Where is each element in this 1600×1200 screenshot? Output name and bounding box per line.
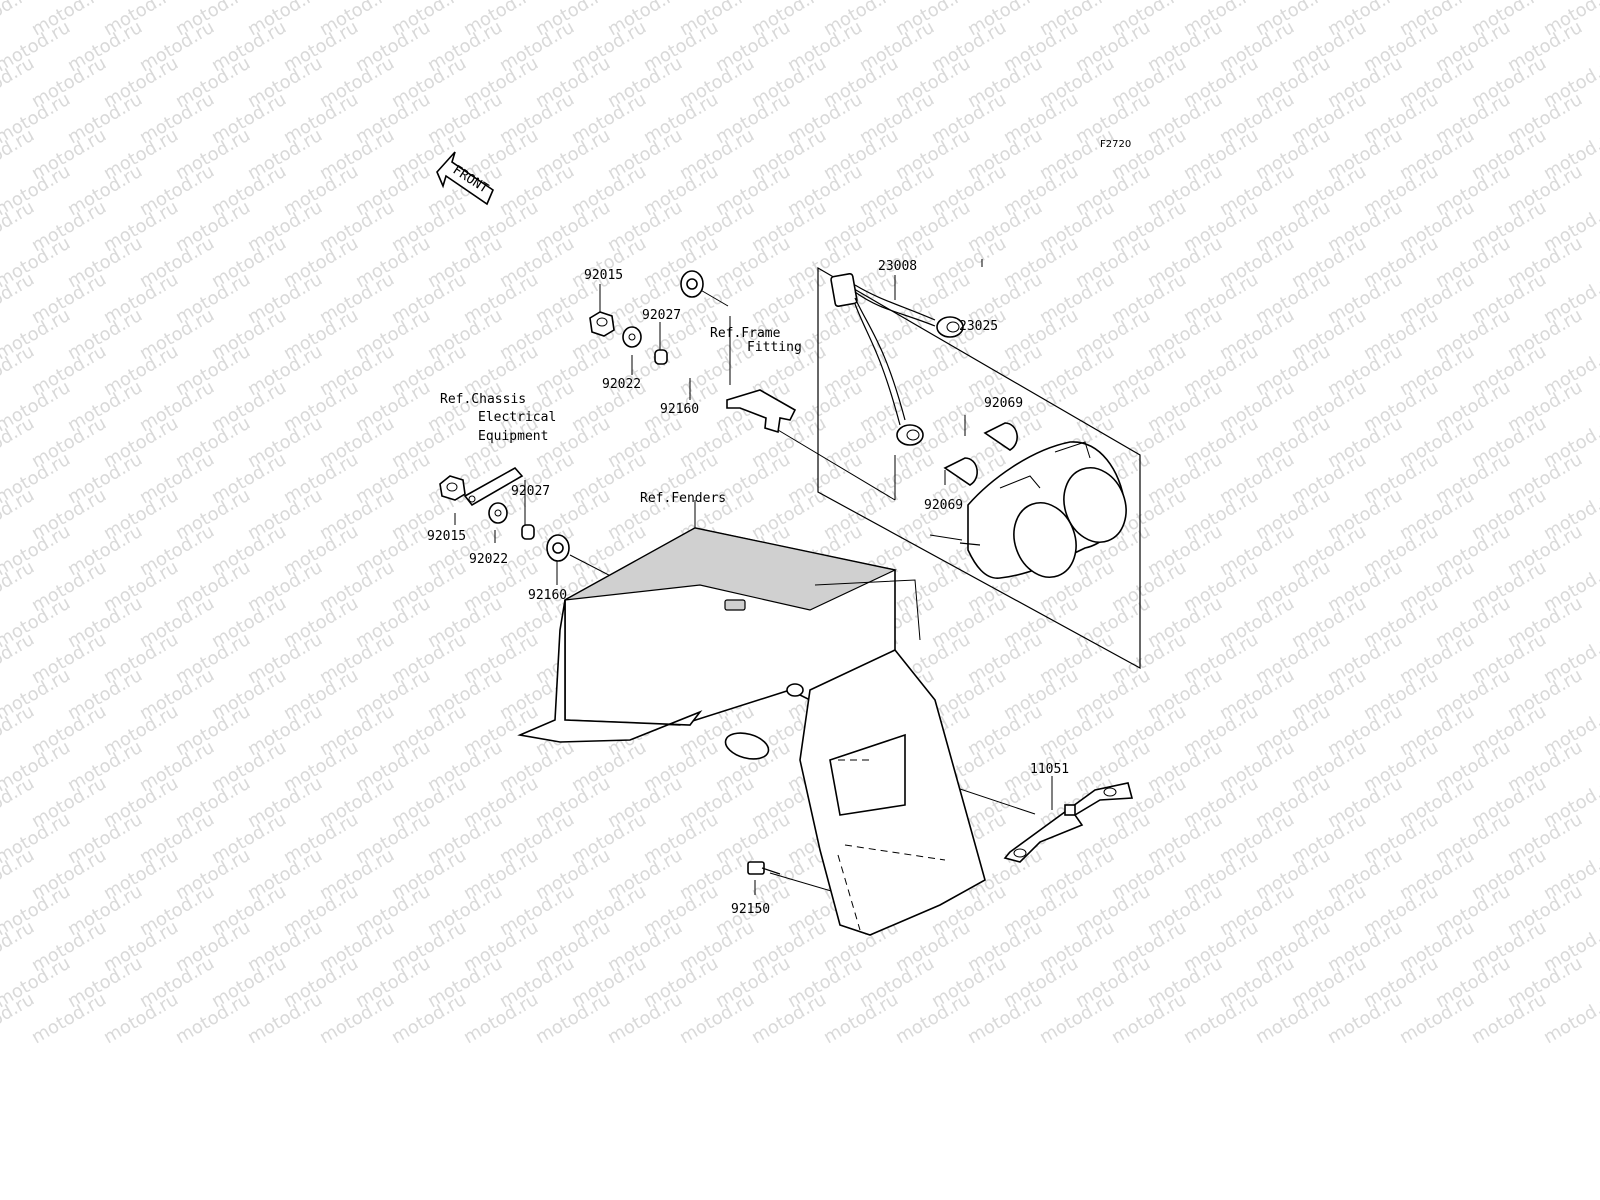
tail-lamp-housing-23025 bbox=[959, 441, 1127, 579]
callout-92015-upper: 92015 bbox=[584, 268, 623, 283]
callout-92027-upper: 92027 bbox=[642, 308, 681, 323]
bulb-92069-upper bbox=[983, 422, 1018, 451]
callout-92027-lower: 92027 bbox=[511, 484, 550, 499]
watermark-layer: motod.rumotod.rumotod.rumotod.rumotod.ru… bbox=[0, 0, 1600, 1048]
callout-11051: 11051 bbox=[1030, 762, 1069, 777]
license-bracket-11051 bbox=[1003, 782, 1134, 863]
frame-fitting-bracket bbox=[726, 389, 797, 434]
callout-ref-frame: Ref.Frame bbox=[710, 326, 781, 341]
chassis-electrical-strap bbox=[463, 466, 524, 507]
callout-ref-chassis: Ref.Chassis bbox=[440, 392, 526, 407]
washer-92022-lower bbox=[488, 502, 508, 524]
washer-92022-upper bbox=[622, 326, 642, 348]
callout-ref-fenders: Ref.Fenders bbox=[640, 491, 726, 506]
wiring-harness-23008 bbox=[830, 272, 964, 446]
callout-electrical: Electrical bbox=[478, 410, 556, 425]
socket-upper bbox=[936, 316, 964, 338]
callout-23025: 23025 bbox=[959, 319, 998, 334]
nut-92015-upper bbox=[589, 311, 615, 337]
callout-labels: 92015 92027 92022 92160 Ref.Frame Fittin… bbox=[427, 259, 1069, 917]
callout-92022-upper: 92022 bbox=[602, 377, 641, 392]
callout-23008: 23008 bbox=[878, 259, 917, 274]
nut-92015-lower bbox=[439, 475, 466, 501]
socket-lower bbox=[896, 424, 924, 446]
collar-92027-upper bbox=[654, 349, 668, 365]
rear-fender bbox=[517, 527, 986, 936]
tail-lamp-assembly-box bbox=[817, 266, 1141, 670]
collar-92027-lower bbox=[521, 524, 535, 540]
callout-92160-lower: 92160 bbox=[528, 588, 567, 603]
callout-92015-lower: 92015 bbox=[427, 529, 466, 544]
callout-92150: 92150 bbox=[731, 902, 770, 917]
grommet-92160-upper bbox=[680, 270, 704, 298]
figure-code: F2720 bbox=[1100, 139, 1131, 150]
callout-fitting: Fitting bbox=[747, 340, 802, 355]
watermark-text: motod.ru bbox=[1540, 989, 1600, 1048]
grommet-92160-lower bbox=[546, 534, 570, 562]
callout-equipment: Equipment bbox=[478, 429, 548, 444]
hardware-parts bbox=[439, 270, 797, 562]
callout-92069-lower: 92069 bbox=[924, 498, 963, 513]
callout-92022-lower: 92022 bbox=[469, 552, 508, 567]
bulb-92069-lower bbox=[943, 457, 978, 486]
callout-92160-upper: 92160 bbox=[660, 402, 699, 417]
bolt-92150 bbox=[747, 861, 781, 875]
callout-92069-upper: 92069 bbox=[984, 396, 1023, 411]
